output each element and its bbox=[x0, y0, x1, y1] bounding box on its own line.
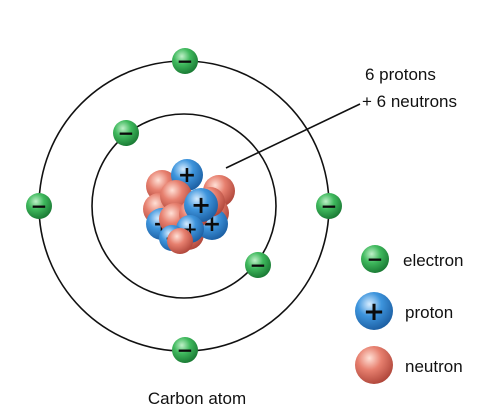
legend: − electron + proton neutron bbox=[355, 245, 463, 384]
electron-sign: − bbox=[118, 121, 135, 145]
electron-sign: − bbox=[177, 338, 194, 362]
electron-sign: − bbox=[321, 194, 338, 218]
electron-particle: − bbox=[172, 337, 198, 363]
legend-item-proton: + proton bbox=[355, 292, 453, 330]
nucleus-pointer-line bbox=[225, 103, 361, 169]
inner-orbit bbox=[91, 113, 277, 299]
nucleus-label-line2: + 6 neutrons bbox=[362, 92, 457, 111]
nucleus-label-line1: 6 protons bbox=[365, 65, 436, 84]
electron-sign: − bbox=[177, 49, 194, 73]
electron-legend-icon bbox=[361, 245, 389, 273]
legend-label-proton: proton bbox=[405, 303, 453, 322]
legend-item-electron: − electron bbox=[361, 245, 463, 273]
diagram-caption: Carbon atom bbox=[148, 389, 246, 408]
electron-particle: − bbox=[26, 193, 52, 219]
nucleus: + + + + + + bbox=[143, 159, 235, 254]
electron-legend-sign: − bbox=[367, 247, 384, 271]
legend-item-neutron: neutron bbox=[355, 346, 463, 384]
electron-particle: − bbox=[316, 193, 342, 219]
proton-legend-icon bbox=[355, 292, 393, 330]
electron-particle: − bbox=[245, 252, 271, 278]
legend-label-electron: electron bbox=[403, 251, 463, 270]
neutron-particle bbox=[167, 228, 193, 254]
electron-particle: − bbox=[172, 48, 198, 74]
electron-particle: − bbox=[113, 120, 139, 146]
neutron-legend-icon bbox=[355, 346, 393, 384]
electron-sign: − bbox=[31, 194, 48, 218]
proton-sign: + bbox=[191, 191, 211, 219]
legend-label-neutron: neutron bbox=[405, 357, 463, 376]
proton-particle: + bbox=[184, 188, 218, 222]
electron-sign: − bbox=[250, 253, 267, 277]
proton-legend-sign: + bbox=[363, 297, 385, 327]
